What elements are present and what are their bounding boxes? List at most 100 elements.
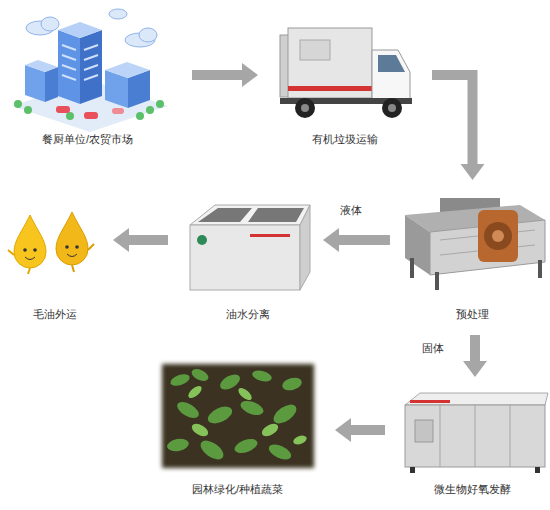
oil-drops-part — [72, 265, 74, 272]
building-illustration-part-part — [84, 45, 98, 50]
building-illustration-part — [109, 9, 127, 19]
fermenter-machine-part-part — [510, 405, 511, 467]
node-caption: 油水分离 — [226, 307, 270, 325]
process-node: 预处理 — [395, 190, 550, 325]
vegetable-field-part-part — [197, 437, 226, 463]
oil-drops-part — [23, 248, 27, 252]
vegetable-field-part-part — [166, 437, 190, 453]
building-illustration-part-part — [24, 106, 32, 114]
fermenter-machine-part — [410, 400, 450, 403]
building-illustration-part-part — [84, 65, 98, 70]
node-caption: 微生物好氧发酵 — [434, 482, 511, 500]
vegetable-field-part-part — [186, 384, 203, 400]
building-illustration-part — [105, 62, 150, 78]
truck-illustration-part — [301, 104, 309, 112]
building-illustration — [12, 9, 168, 132]
vegetable-field-part-part — [292, 434, 308, 446]
truck-illustration-part — [378, 55, 405, 72]
oil-drops-part — [88, 244, 94, 250]
arrow-head — [242, 63, 258, 87]
oil-drops-part — [75, 245, 79, 249]
node-caption: 餐厨单位/农贸市场 — [42, 132, 133, 150]
building-illustration-part — [14, 100, 164, 120]
fermenter-machine — [405, 393, 548, 473]
building-illustration-part-part — [136, 112, 144, 120]
building-illustration-part-part — [84, 55, 98, 60]
building-illustration-part — [56, 106, 70, 113]
vegetable-field-part-part — [251, 369, 273, 384]
pretreatment-machine-part — [410, 258, 542, 290]
fermenter-machine-part-part — [535, 467, 540, 473]
vegetable-field — [162, 364, 314, 468]
flow-arrow — [432, 75, 485, 180]
separator-tank-part — [198, 208, 252, 222]
arrow-head — [323, 228, 339, 252]
separator-tank-part — [190, 205, 310, 225]
arrow-shaft — [432, 75, 473, 166]
fermenter-machine-part — [405, 405, 545, 467]
building-illustration-part — [41, 17, 59, 31]
pretreatment-machine-part — [478, 210, 518, 262]
oil-drops-part — [33, 248, 37, 252]
oil-drops-part — [65, 245, 69, 249]
separator-tank-part — [197, 235, 207, 245]
vegetable-field-part — [162, 364, 314, 468]
process-node: 毛油外运 — [5, 205, 105, 325]
node-caption: 预处理 — [456, 307, 489, 325]
separator-tank-part — [250, 234, 290, 237]
oil-drops-part — [28, 268, 30, 274]
arrow-shaft — [349, 425, 385, 435]
arrow-shaft — [127, 235, 168, 245]
building-illustration-part — [58, 22, 102, 38]
arrow-shaft — [470, 335, 480, 363]
fermenter-machine-part — [440, 405, 510, 467]
separator-tank-part — [248, 208, 304, 222]
truck-illustration-part — [288, 86, 372, 91]
building-illustration-part — [112, 108, 124, 114]
arrow-head — [335, 418, 351, 442]
vegetable-field-part — [186, 384, 308, 446]
vegetable-field-part-part — [260, 421, 281, 439]
building-illustration-part-part — [62, 75, 76, 80]
vegetable-field-part-part — [267, 441, 294, 462]
building-illustration-part-part — [66, 112, 74, 120]
building-illustration-part-part — [62, 45, 76, 50]
pretreatment-machine-part-part — [410, 258, 414, 278]
edge-label: 液体 — [340, 203, 362, 218]
vegetable-field-part — [166, 367, 303, 464]
process-node: 微生物好氧发酵 — [395, 385, 550, 500]
oil-drops — [8, 212, 94, 274]
building-illustration-part — [45, 67, 58, 102]
vegetable-field-part-part — [236, 386, 253, 402]
process-node: 餐厨单位/农贸市场 — [5, 5, 170, 150]
vegetable-field-part-part — [169, 372, 191, 388]
truck-illustration-part — [288, 28, 372, 98]
building-illustration-part-part — [62, 55, 76, 60]
arrow-shaft — [337, 235, 390, 245]
separator-tank-part — [300, 205, 310, 290]
process-node: 油水分离 — [180, 195, 315, 325]
oil-drops-part — [56, 212, 88, 265]
building-illustration-part-part — [62, 65, 76, 70]
node-caption: 有机垃圾运输 — [312, 132, 378, 150]
truck-illustration-part — [388, 104, 396, 112]
truck-illustration-part — [382, 98, 402, 118]
pretreatment-machine — [405, 198, 545, 290]
arrow-head — [463, 361, 487, 377]
oil-drops-part — [14, 215, 46, 268]
oil-drops-part — [8, 250, 14, 255]
vegetable-field-part-part — [281, 376, 303, 393]
process-node: 有机垃圾运输 — [270, 10, 420, 150]
arrow-shaft — [192, 70, 244, 80]
node-caption: 园林绿化/种植蔬菜 — [192, 482, 283, 500]
fermenter-machine-part-part — [410, 467, 415, 473]
oil-drops-part — [67, 254, 77, 257]
arrow-head — [461, 164, 485, 180]
separator-tank — [190, 205, 310, 290]
vegetable-field-part-part — [190, 367, 211, 384]
building-illustration-part — [84, 112, 98, 119]
vegetable-field-part-part — [205, 403, 234, 427]
edge-label: 固体 — [422, 341, 444, 356]
